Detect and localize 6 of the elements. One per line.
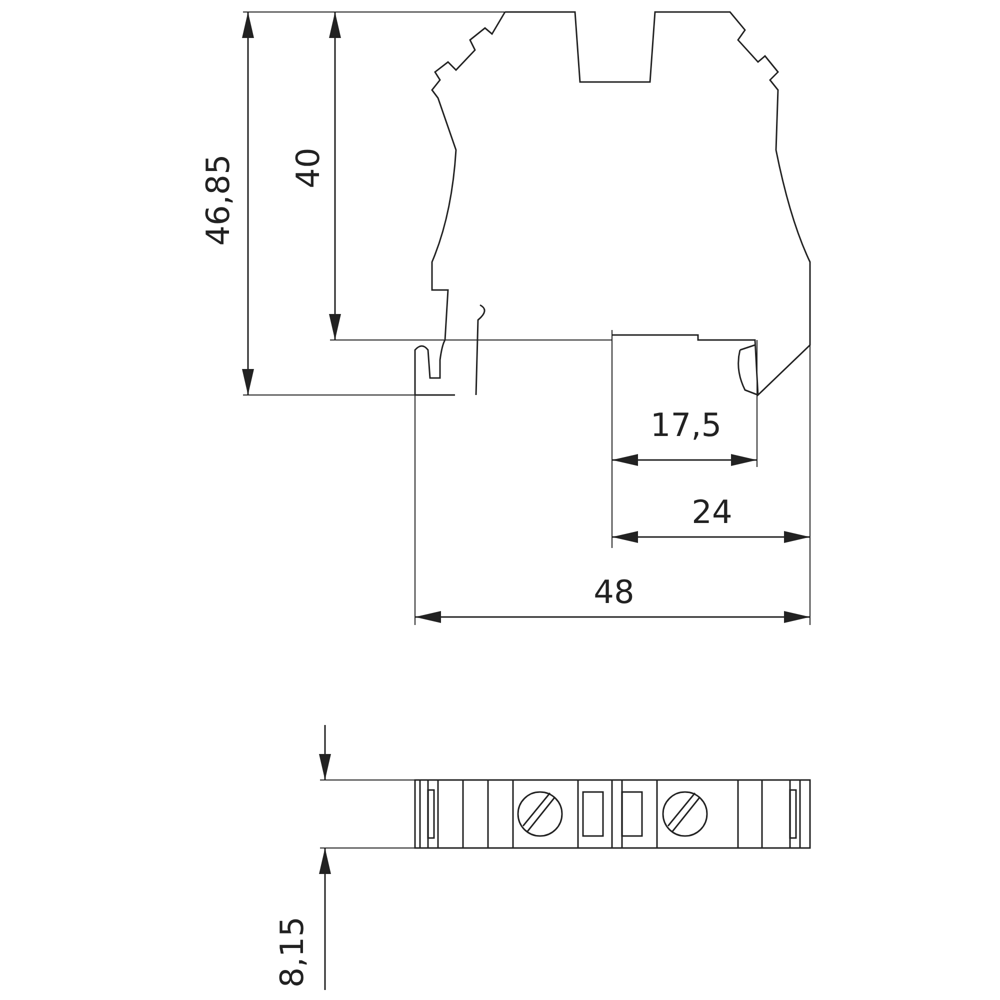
dimension-value: 40 bbox=[292, 148, 324, 188]
dimension-value: 46,85 bbox=[202, 154, 234, 246]
dimension-value: 24 bbox=[692, 496, 732, 528]
dimension-value: 48 bbox=[594, 576, 634, 608]
dimension-value: 17,5 bbox=[650, 409, 722, 441]
dimension-value: 8,15 bbox=[276, 916, 308, 988]
